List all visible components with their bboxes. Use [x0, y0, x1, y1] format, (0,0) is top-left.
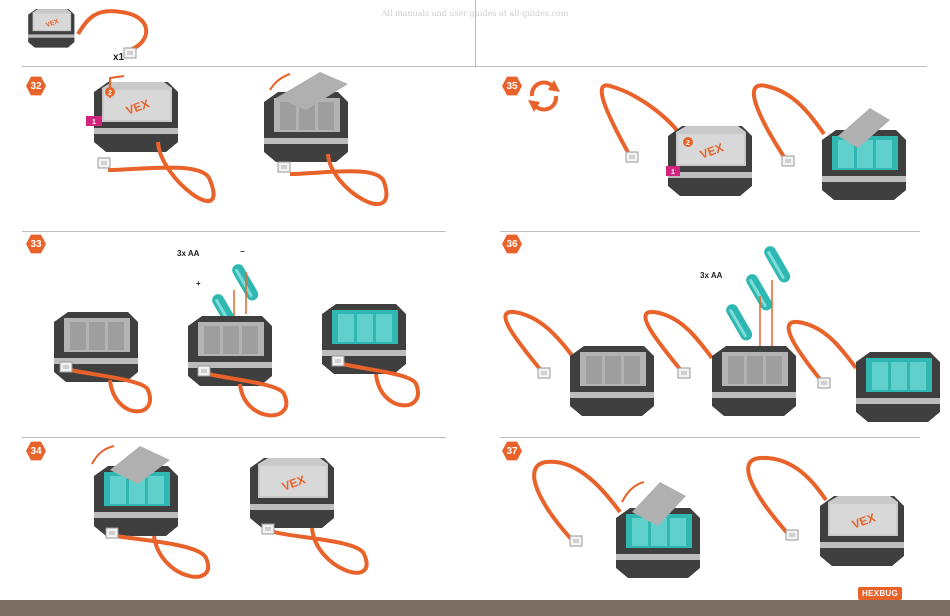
- step-badge-36: 36: [502, 234, 522, 254]
- step-36-illustration: [503, 244, 940, 422]
- step-32-illustration: 2 1: [86, 72, 389, 206]
- header-divider: [22, 66, 927, 67]
- step-33-illustration: + −: [54, 247, 420, 418]
- page-number: 19: [908, 585, 923, 600]
- step-34-illustration: [91, 445, 369, 579]
- parts-quantity: x1: [113, 52, 125, 63]
- step-badge-34: 34: [26, 441, 46, 461]
- step-badge-32: 32: [26, 76, 46, 96]
- hexbug-logo: HEXBUG: [858, 586, 903, 600]
- row-divider-right-2: [500, 437, 920, 438]
- row-divider-right-1: [500, 231, 920, 232]
- callout-2: 2: [108, 90, 112, 97]
- step-badge-33: 33: [26, 234, 46, 254]
- battery-plus-mark: +: [196, 279, 201, 288]
- row-divider-left-1: [22, 231, 446, 232]
- step-badge-37: 37: [502, 441, 522, 461]
- page-divider: [475, 0, 476, 66]
- battery-qty-33: 3x AA: [177, 249, 200, 258]
- step-37-illustration: [532, 455, 904, 578]
- parts-battery-box: [28, 9, 149, 59]
- step-35-illustration: 2 1: [599, 83, 906, 200]
- callout-1-step35: 1: [671, 169, 675, 176]
- footer-bar: [0, 600, 950, 616]
- rotate-icon: [528, 80, 560, 112]
- battery-minus-mark: −: [240, 247, 245, 256]
- callout-1: 1: [92, 119, 96, 126]
- callout-2-step35: 2: [686, 140, 690, 147]
- watermark: All manuals and user guides at all-guide…: [381, 9, 569, 18]
- battery-qty-36: 3x AA: [700, 271, 723, 280]
- step-badge-35: 35: [502, 76, 522, 96]
- brand-block: HEXBUG: [858, 585, 903, 601]
- row-divider-left-2: [22, 437, 446, 438]
